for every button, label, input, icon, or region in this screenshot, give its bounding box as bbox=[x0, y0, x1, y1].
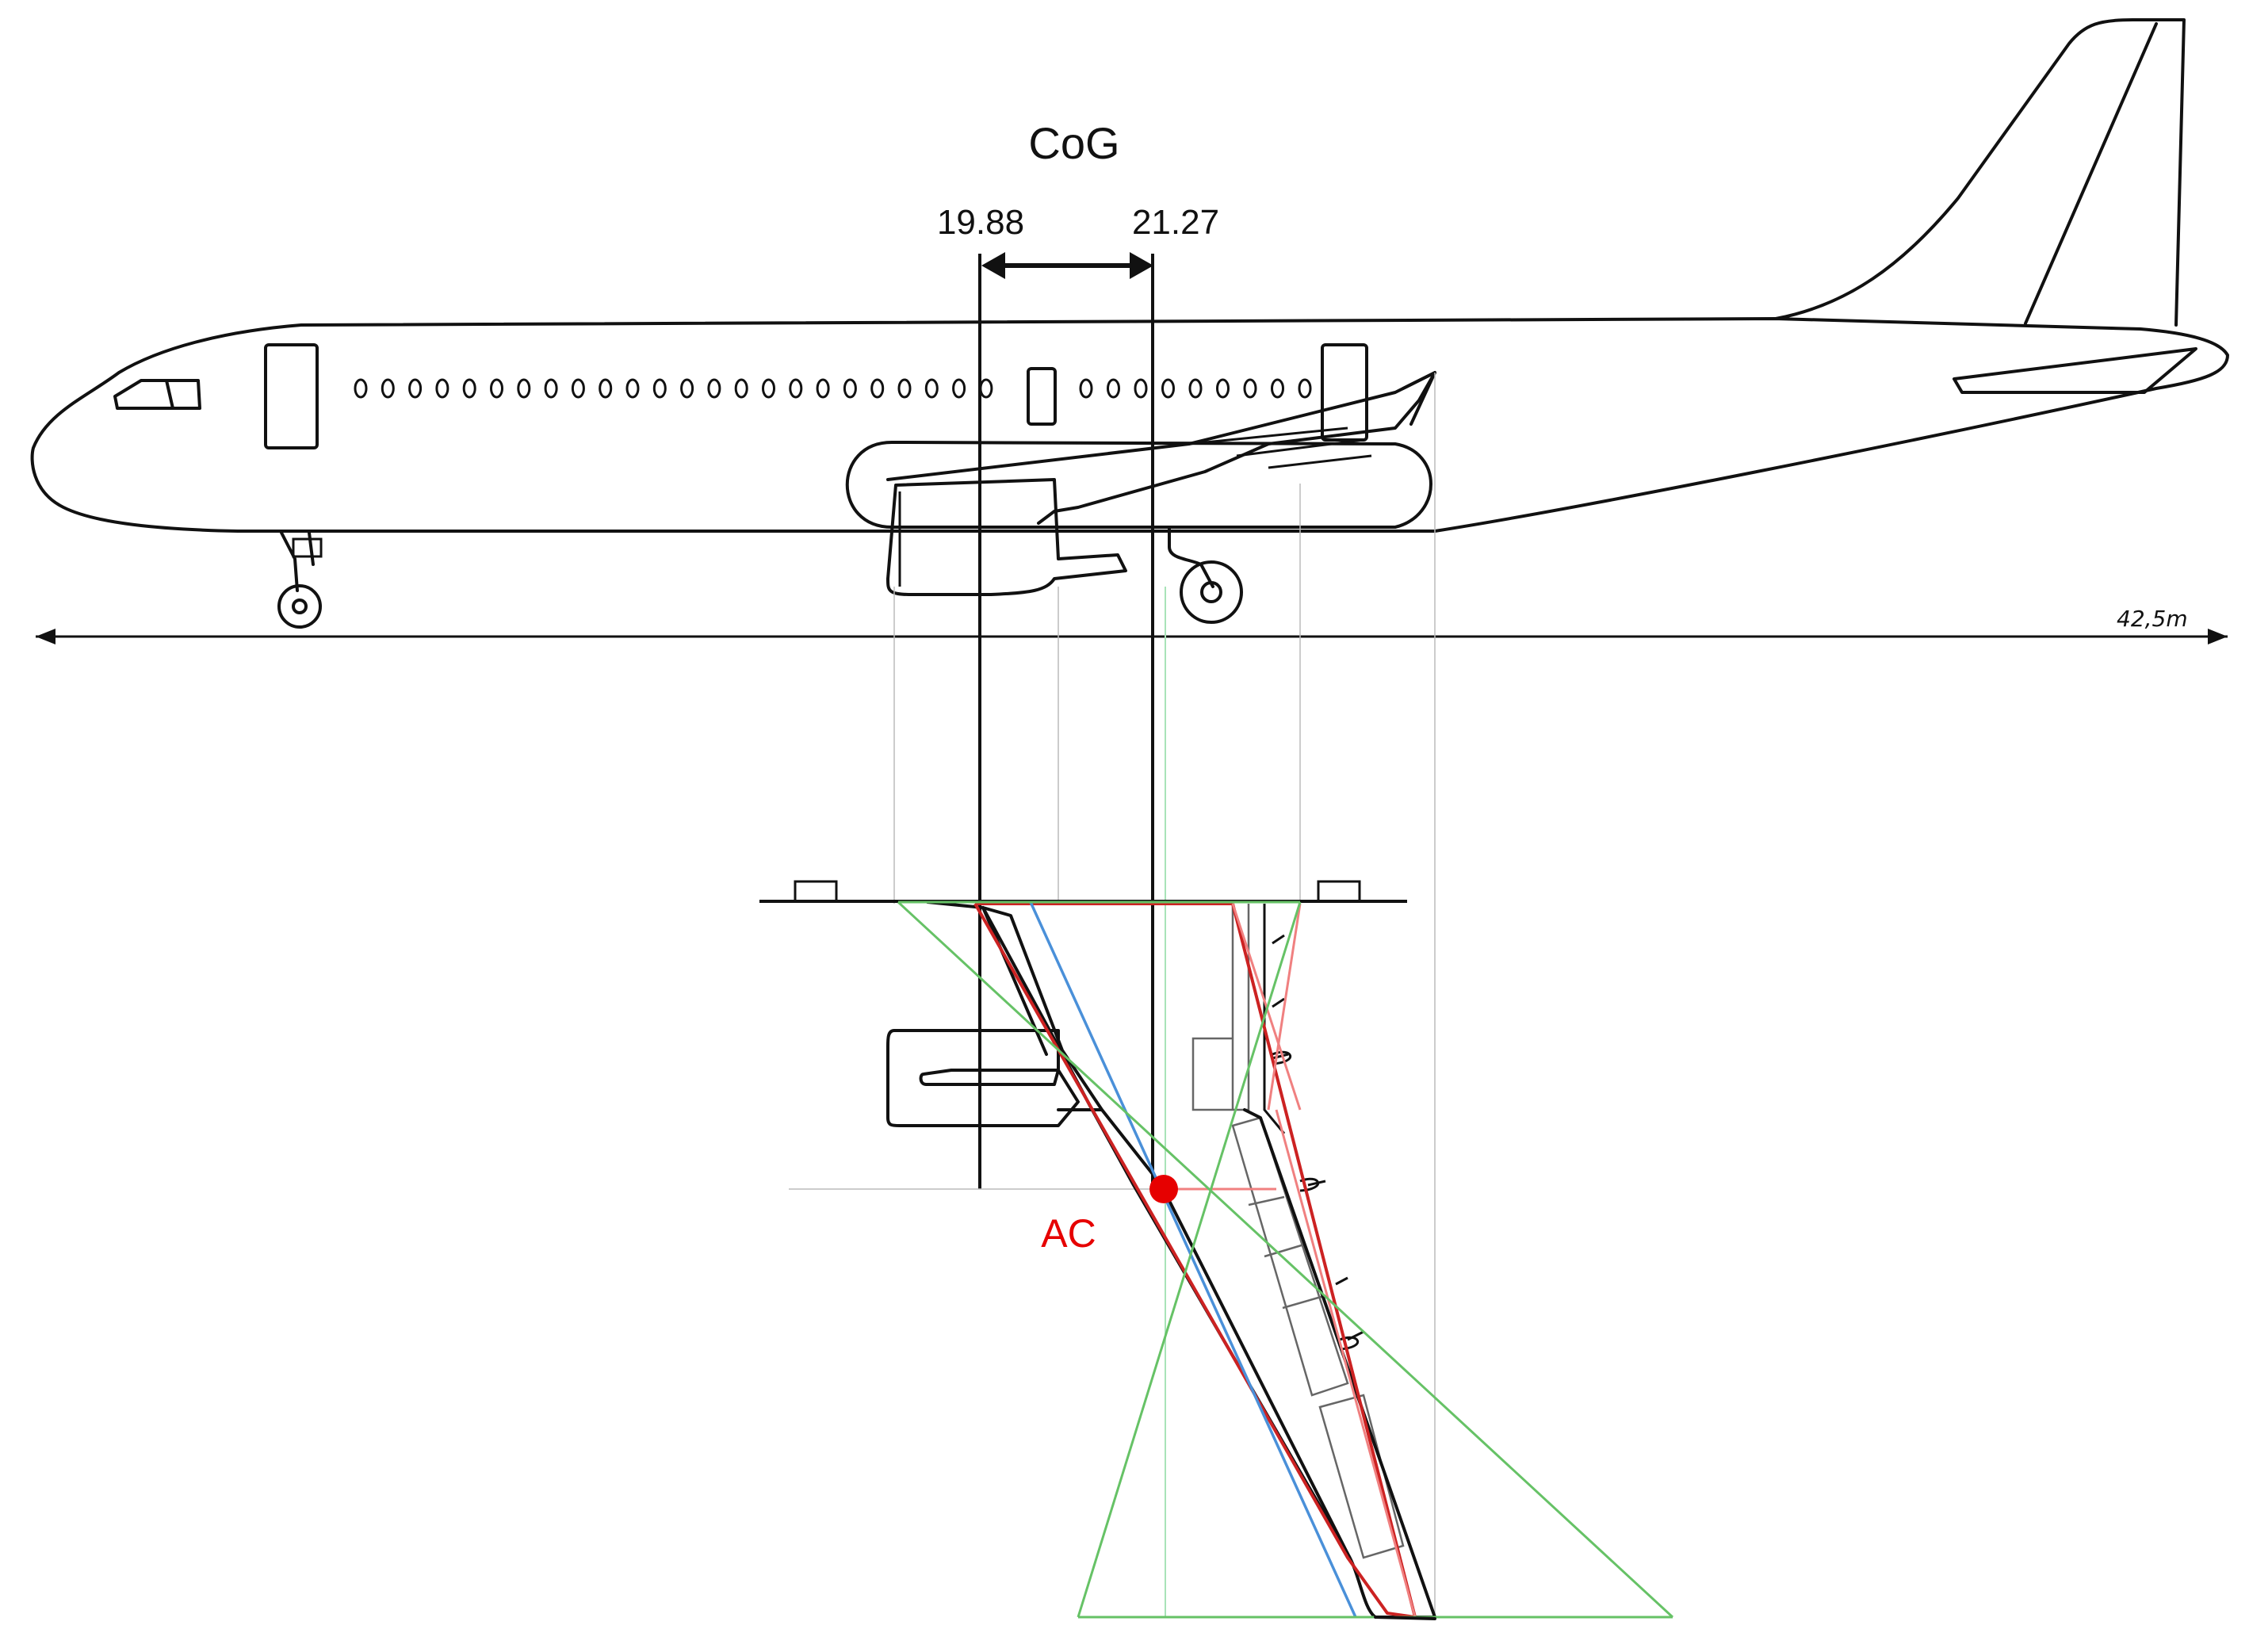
cabin-window bbox=[952, 378, 966, 399]
cabin-window bbox=[354, 378, 368, 399]
aft-door bbox=[1321, 343, 1368, 442]
vertical-tail bbox=[1774, 18, 2186, 327]
cog-range: CoG 19.88 21.27 bbox=[937, 118, 1219, 1189]
overwing-exit bbox=[1027, 367, 1057, 426]
cabin-window bbox=[707, 378, 721, 399]
forward-door bbox=[264, 343, 319, 449]
cabin-window bbox=[1134, 378, 1148, 399]
cabin-window bbox=[816, 378, 830, 399]
flap-track-fairings bbox=[1263, 904, 1364, 1341]
engine-plan bbox=[886, 1029, 1080, 1127]
cabin-window bbox=[870, 378, 885, 399]
cabin-window bbox=[1271, 378, 1284, 399]
main-gear-hub bbox=[1200, 581, 1222, 603]
engine-nacelle bbox=[886, 478, 1127, 596]
cabin-window bbox=[1243, 378, 1257, 399]
tail-leading-spar bbox=[2024, 22, 2158, 325]
cabin-window bbox=[625, 378, 640, 399]
cabin-window bbox=[490, 378, 503, 399]
main-gear-wheel bbox=[1180, 560, 1243, 624]
door-marker-forward bbox=[794, 880, 838, 903]
cabin-window bbox=[652, 378, 667, 399]
length-arrow-left bbox=[36, 629, 55, 644]
fuselage-outline bbox=[30, 317, 2229, 533]
cabin-window bbox=[462, 378, 476, 399]
cabin-window bbox=[408, 378, 423, 399]
wing-tip bbox=[1374, 1616, 1436, 1620]
cabin-window bbox=[517, 378, 531, 399]
cabin-window bbox=[1298, 378, 1312, 399]
cog-title: CoG bbox=[1028, 118, 1119, 168]
green-construction bbox=[897, 901, 1674, 1619]
cabin-window bbox=[1188, 378, 1203, 399]
nose-gear-strut bbox=[280, 531, 315, 592]
cabin-window bbox=[789, 378, 803, 399]
cabin-window bbox=[979, 378, 993, 399]
cabin-window bbox=[924, 378, 939, 399]
cabin-windows bbox=[354, 378, 1312, 399]
cabin-window bbox=[734, 378, 748, 399]
cog-aft-value: 21.27 bbox=[1132, 203, 1219, 242]
ac-label: AC bbox=[1041, 1211, 1096, 1256]
door-marker-aft bbox=[1317, 880, 1361, 903]
cabin-window bbox=[762, 378, 775, 399]
cabin-window bbox=[1216, 378, 1230, 399]
side-view: 42,5m bbox=[30, 18, 2229, 644]
cabin-window bbox=[544, 378, 558, 399]
cabin-window bbox=[381, 378, 395, 399]
cabin-window bbox=[897, 378, 912, 399]
cabin-window bbox=[599, 378, 613, 399]
cabin-window bbox=[1107, 378, 1120, 399]
cabin-window bbox=[571, 378, 585, 399]
cabin-window bbox=[435, 378, 449, 399]
cog-arrow-head-left bbox=[981, 252, 1005, 279]
cog-forward-value: 19.88 bbox=[937, 203, 1024, 242]
pink-construction bbox=[1165, 903, 1417, 1618]
length-arrow-right bbox=[2208, 629, 2228, 644]
blue-construction bbox=[1029, 901, 1357, 1618]
wing-side bbox=[886, 371, 1436, 525]
projection-guides bbox=[789, 373, 1436, 1617]
nose-gear-box bbox=[292, 537, 323, 558]
cabin-window bbox=[680, 378, 694, 399]
nose-gear-hub bbox=[292, 598, 308, 614]
main-gear-strut bbox=[1168, 526, 1214, 588]
cabin-window bbox=[843, 378, 857, 399]
nose-gear-wheel bbox=[277, 584, 322, 629]
cabin-window bbox=[1161, 378, 1175, 399]
horizontal-stabilizer bbox=[1953, 347, 2197, 394]
cabin-window bbox=[1079, 378, 1093, 399]
flap-panels bbox=[1191, 904, 1405, 1559]
cog-arrow-head-right bbox=[1130, 252, 1153, 279]
wing-flap-track bbox=[1188, 426, 1372, 469]
cockpit-window bbox=[113, 379, 201, 410]
length-label: 42,5m bbox=[2117, 606, 2188, 632]
engine-plan-core bbox=[919, 1069, 1060, 1086]
wing-outline bbox=[926, 901, 1436, 1619]
ac-marker bbox=[1149, 1175, 1178, 1203]
wing-plan-view: AC bbox=[759, 880, 1674, 1620]
